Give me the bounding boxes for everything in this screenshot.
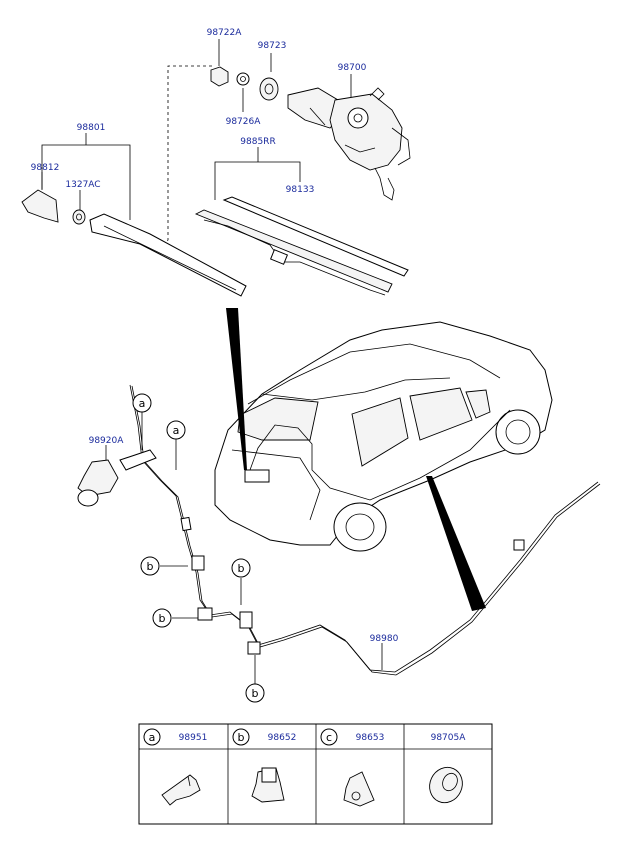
washer-nozzle-98920A	[77, 449, 157, 507]
label-98723: 98723	[258, 41, 287, 51]
legend-cell-a: a 98951	[143, 728, 208, 806]
cap-98812	[21, 189, 59, 223]
svg-text:98951: 98951	[179, 733, 208, 743]
svg-text:b: b	[238, 731, 245, 744]
legend-cell-b: b 98652	[232, 728, 297, 803]
label-98980: 98980	[370, 634, 399, 644]
washer-hose-98980	[129, 384, 601, 676]
svg-text:c: c	[326, 731, 332, 744]
fastener-legend-table: a 98951 b 98652 c 98653 98705A	[138, 723, 493, 825]
vehicle-rear-view	[214, 321, 553, 552]
callout-a-lower: a	[166, 420, 186, 440]
svg-text:98652: 98652	[268, 733, 297, 743]
svg-text:b: b	[238, 562, 245, 575]
pointer-wedge-lower	[426, 476, 486, 611]
washer-98726A	[236, 72, 250, 86]
nut-1327AC	[72, 209, 86, 225]
seal-98723	[259, 77, 279, 101]
svg-text:98705A: 98705A	[431, 733, 467, 743]
callout-b-2: b	[231, 558, 251, 578]
callout-b-3: b	[152, 608, 172, 628]
svg-text:98653: 98653	[356, 733, 385, 743]
grommet-98705A-icon	[429, 766, 463, 804]
label-98700: 98700	[338, 63, 367, 73]
wiper-assembly-group	[21, 39, 411, 297]
label-9885RR: 9885RR	[240, 137, 275, 147]
svg-text:a: a	[173, 424, 180, 437]
svg-text:b: b	[159, 612, 166, 625]
callout-a-upper: a	[132, 393, 152, 413]
label-98726A: 98726A	[226, 117, 262, 127]
clip-98951-icon	[161, 774, 201, 806]
label-98812: 98812	[31, 163, 60, 173]
pointer-wedge-upper	[226, 308, 247, 470]
nut-98722A	[210, 66, 229, 87]
callout-b-4: b	[245, 683, 265, 703]
label-98722A: 98722A	[207, 28, 243, 38]
svg-text:a: a	[139, 397, 146, 410]
callout-b-1: b	[140, 556, 160, 576]
label-98920A: 98920A	[89, 436, 125, 446]
wiper-blade-98133	[194, 196, 409, 296]
wiper-arm-98801	[89, 213, 247, 297]
label-98801: 98801	[77, 123, 106, 133]
svg-text:b: b	[252, 687, 259, 700]
svg-text:a: a	[149, 731, 156, 744]
legend-cell-grommet: 98705A	[429, 733, 467, 804]
legend-cell-c: c 98653	[320, 728, 385, 807]
svg-text:b: b	[147, 560, 154, 573]
wiper-motor-98700	[287, 87, 411, 201]
label-98133: 98133	[286, 185, 315, 195]
label-1327AC: 1327AC	[65, 180, 100, 190]
clip-98653-icon	[343, 771, 375, 807]
